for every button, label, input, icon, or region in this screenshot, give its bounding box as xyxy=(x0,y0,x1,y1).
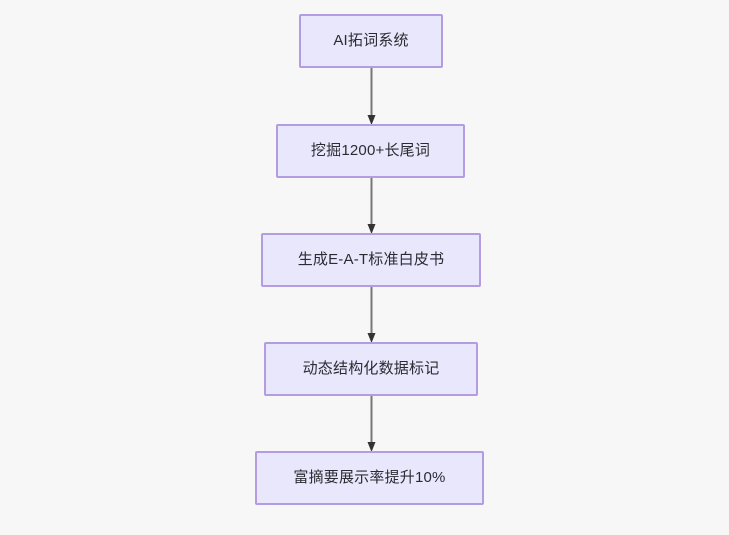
flow-node-mine-longtail-keywords[interactable]: 挖掘1200+长尾词 xyxy=(276,124,465,178)
flow-node-ai-keyword-system[interactable]: AI拓词系统 xyxy=(299,14,443,68)
flow-node-rich-snippet-rate-increase[interactable]: 富摘要展示率提升10% xyxy=(255,451,484,505)
flow-node-label: 挖掘1200+长尾词 xyxy=(310,142,431,159)
flow-node-dynamic-structured-data-markup[interactable]: 动态结构化数据标记 xyxy=(264,342,478,396)
flow-node-label: 动态结构化数据标记 xyxy=(302,360,440,377)
flow-node-label: 富摘要展示率提升10% xyxy=(293,469,446,486)
flow-node-generate-eat-whitepaper[interactable]: 生成E-A-T标准白皮书 xyxy=(261,233,481,287)
flow-node-label: AI拓词系统 xyxy=(333,32,409,49)
flow-node-label: 生成E-A-T标准白皮书 xyxy=(297,251,445,268)
